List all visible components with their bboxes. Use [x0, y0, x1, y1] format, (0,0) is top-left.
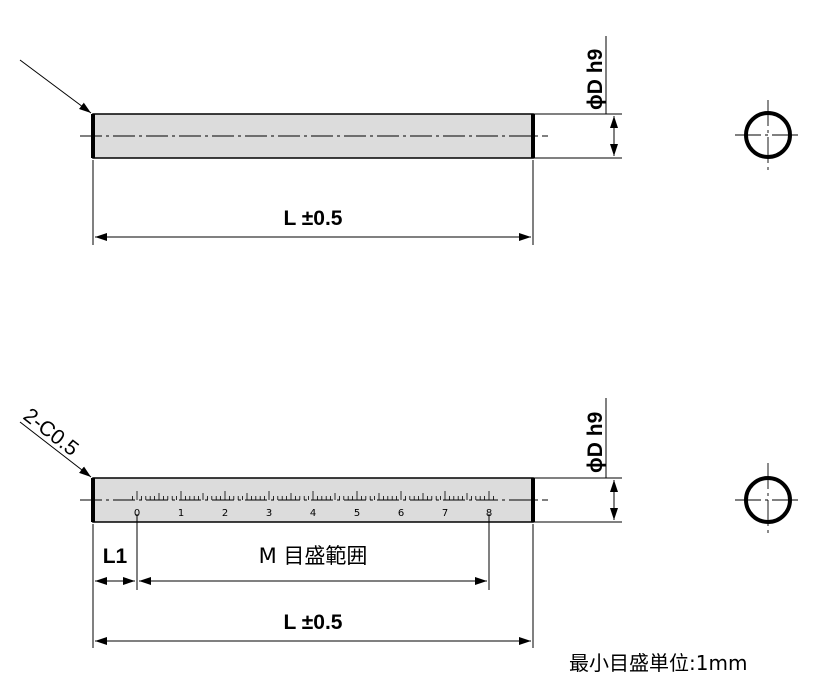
scale-range-label: M 目盛範囲 [259, 544, 368, 568]
scale-number-4: 4 [310, 508, 316, 519]
scale-number-1: 1 [178, 508, 184, 519]
scale-number-7: 7 [442, 508, 448, 519]
top-diameter-label: ϕD h9 [584, 49, 607, 110]
bottom-diameter-label: ϕD h9 [584, 412, 607, 473]
top-end-view-circle [735, 100, 801, 172]
scale-number-5: 5 [354, 508, 360, 519]
scale-number-2: 2 [222, 508, 228, 519]
chamfer-leader-arrow [19, 421, 92, 478]
top-rod-view: ϕD h9 L ±0.5 [19, 36, 622, 245]
l1-label: L1 [103, 545, 128, 568]
scale-number-6: 6 [398, 508, 404, 519]
min-scale-unit-note: 最小目盛単位:1mm [569, 651, 747, 675]
scale-number-8: 8 [486, 508, 492, 519]
chamfer-label: 2-C0.5 [19, 404, 83, 461]
bottom-rod-view: 0 1 2 3 4 5 6 7 8 2-C0.5 ϕD h9 L1 M 目盛範囲 L ±0.5 [19, 398, 622, 648]
top-leader-arrow [19, 59, 92, 114]
scale-number-0: 0 [134, 508, 140, 519]
scale-graduation: 0 1 2 3 4 5 6 7 8 [132, 491, 494, 519]
bottom-end-view-circle [735, 463, 801, 537]
scale-number-3: 3 [266, 508, 272, 519]
top-length-label: L ±0.5 [283, 207, 342, 230]
bottom-length-label: L ±0.5 [283, 611, 342, 634]
